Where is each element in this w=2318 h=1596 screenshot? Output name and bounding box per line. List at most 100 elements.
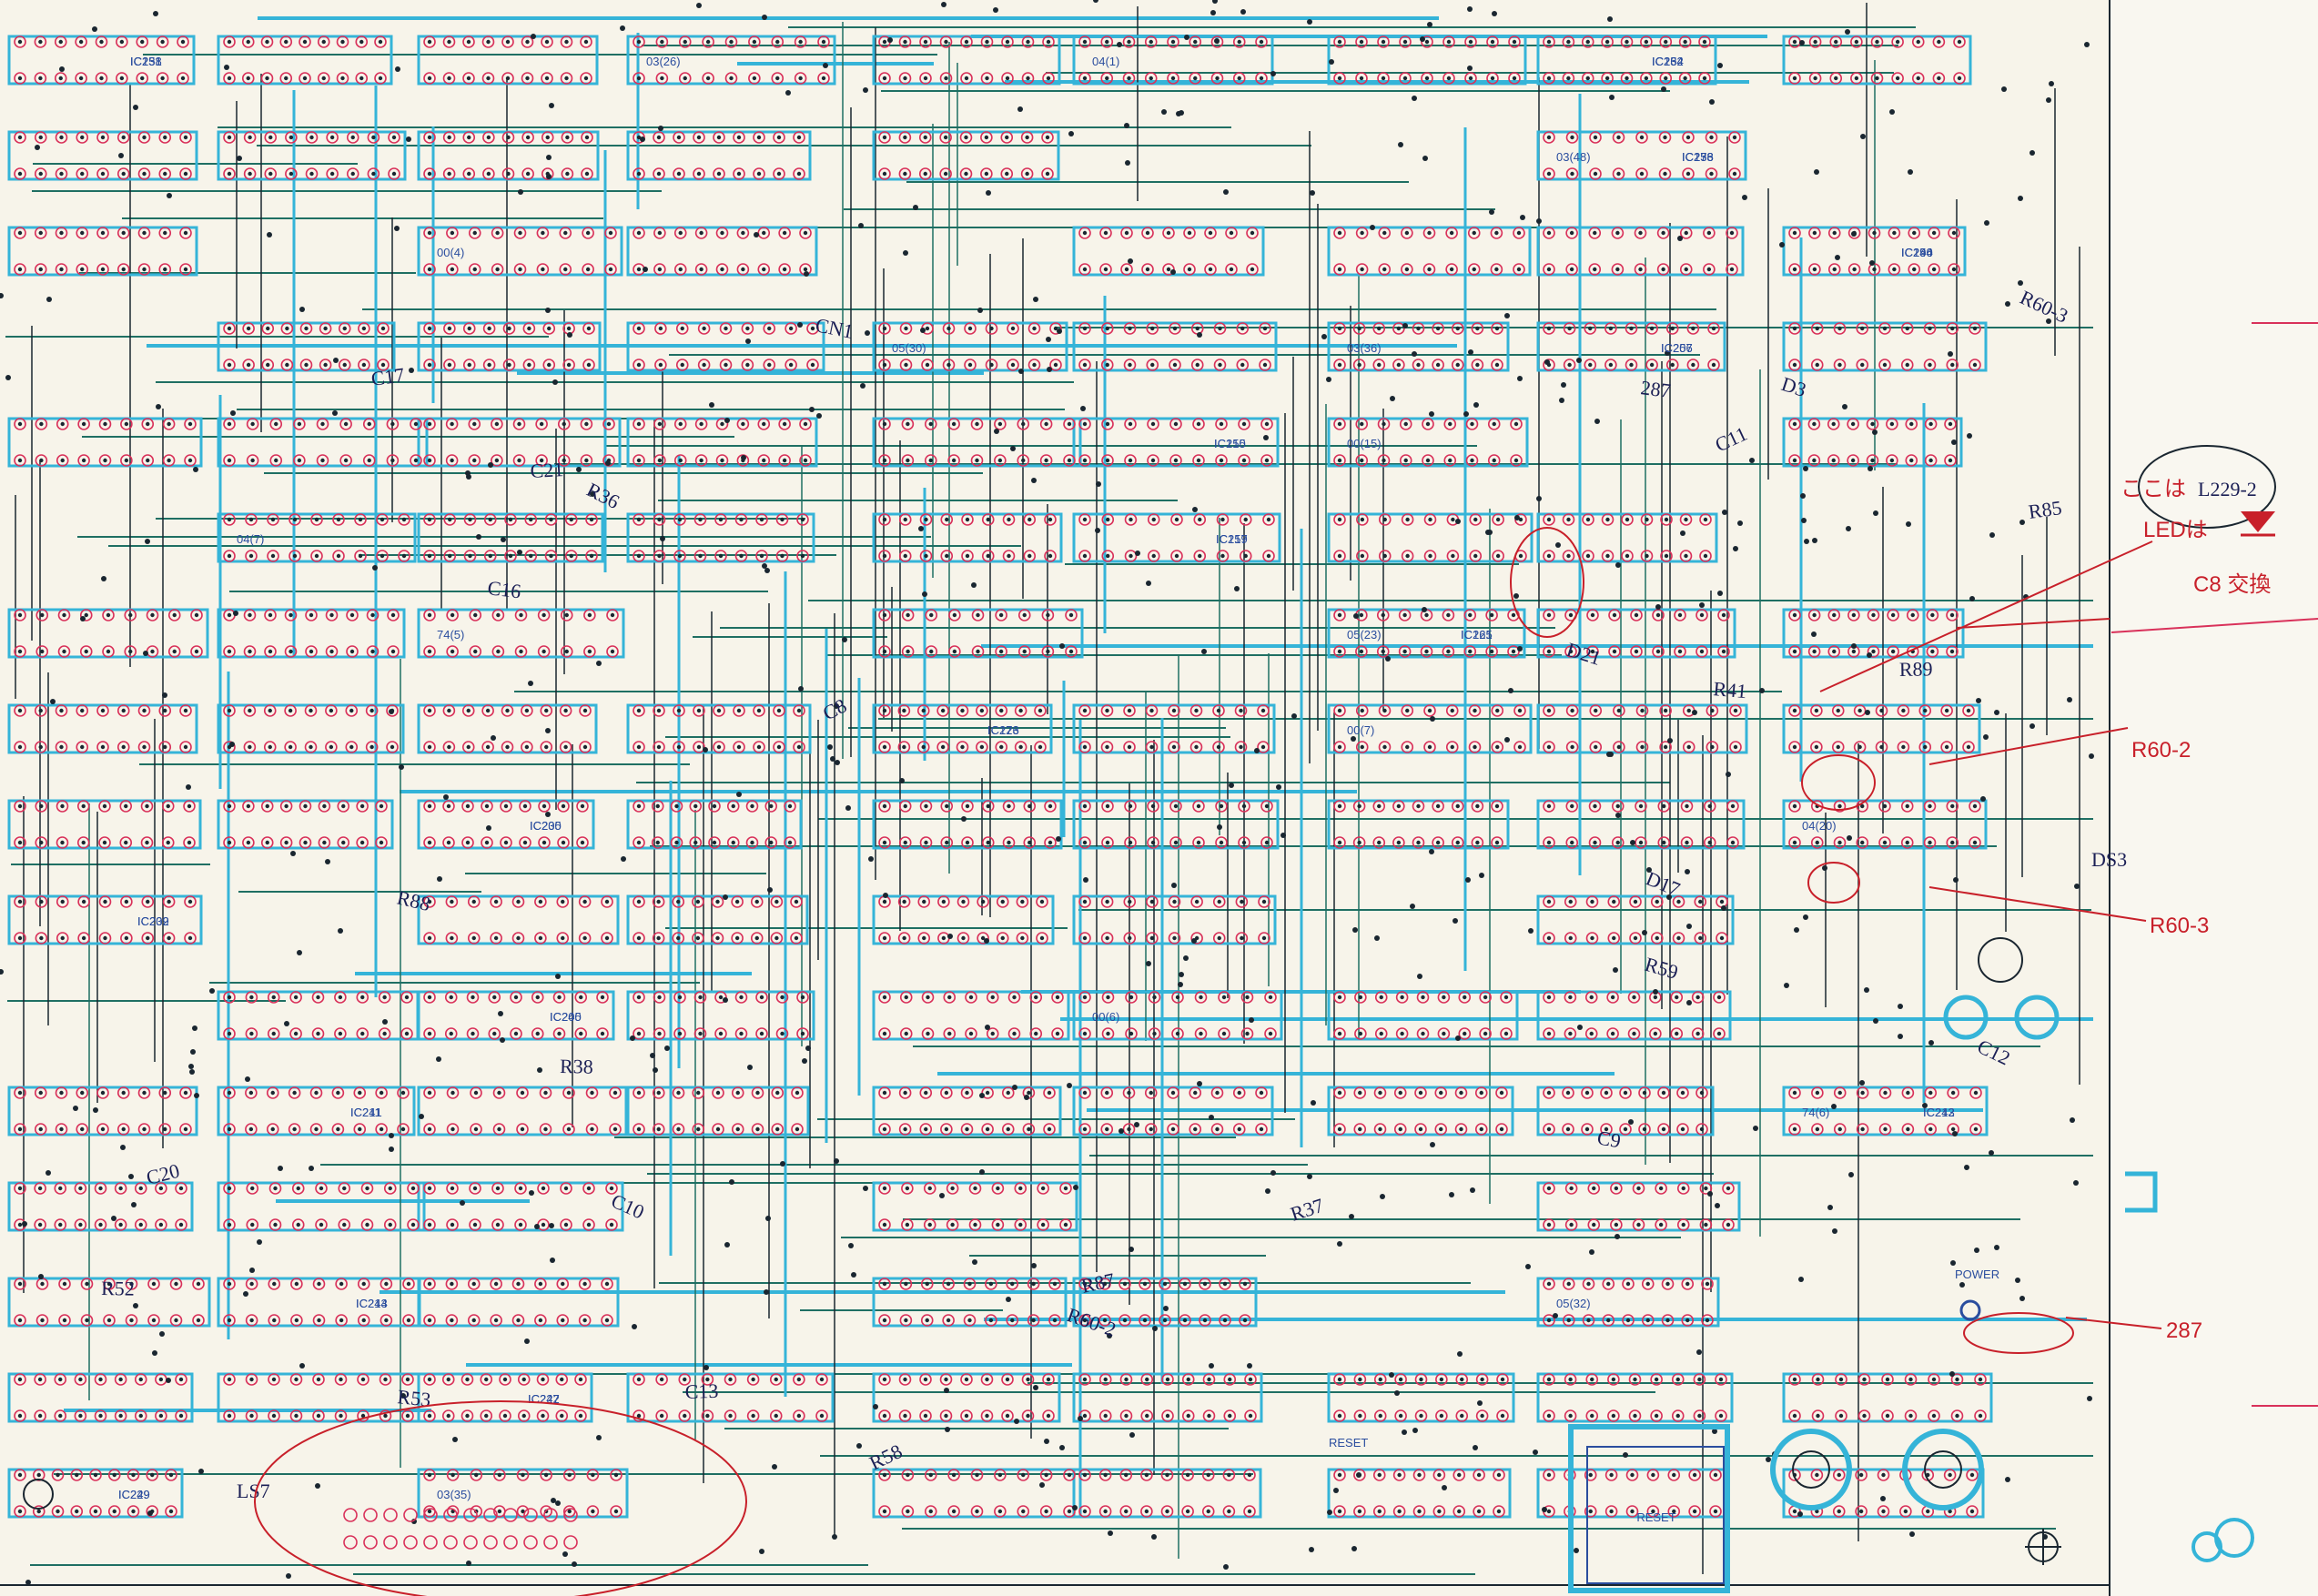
pad-hole (505, 39, 511, 45)
pad-hole (1005, 135, 1009, 140)
pad-hole (1972, 803, 1978, 809)
pad-hole (1615, 230, 1620, 236)
pad (708, 800, 721, 813)
pad-hole (541, 1186, 546, 1191)
pad-hole (745, 326, 750, 331)
pad-hole (774, 1413, 778, 1419)
pad-hole (1707, 840, 1712, 845)
pad-hole (591, 1509, 595, 1514)
pad-hole (1614, 1186, 1619, 1191)
pad (560, 72, 573, 85)
pad-hole (903, 1126, 907, 1132)
pad (260, 800, 274, 813)
pad-hole (1691, 362, 1695, 368)
pad (1183, 263, 1196, 276)
pad (1584, 359, 1597, 371)
pad (534, 1278, 547, 1290)
pad (1946, 359, 1959, 371)
pad-hole (1611, 1377, 1616, 1382)
pad (581, 167, 593, 180)
pad-hole (341, 803, 346, 809)
pad-hole (1546, 1281, 1552, 1287)
pad (1543, 836, 1555, 849)
pad (960, 1409, 973, 1422)
via (1642, 930, 1647, 935)
pad (726, 800, 740, 813)
pad (583, 609, 596, 621)
pad-hole (60, 803, 65, 809)
pad (120, 895, 133, 908)
pad (793, 1409, 805, 1422)
pad-hole (1948, 458, 1953, 463)
via (1574, 1548, 1579, 1553)
pad-hole (37, 1222, 43, 1227)
pad-hole (303, 803, 308, 809)
via (1822, 865, 1827, 871)
pad-hole (1711, 362, 1716, 368)
pad (1495, 1123, 1508, 1136)
pad-hole (1710, 744, 1715, 750)
pad-hole (81, 803, 86, 809)
pad (56, 800, 69, 813)
pad-hole (609, 1186, 614, 1191)
pad-hole (1684, 517, 1688, 522)
pad-hole (450, 1090, 455, 1096)
pad-hole (759, 553, 764, 559)
pad (1562, 550, 1575, 562)
pad (1333, 227, 1346, 239)
pad-hole (796, 744, 802, 750)
pad-hole (1455, 362, 1460, 368)
pad (443, 550, 457, 562)
pad (793, 131, 805, 144)
pad-hole (1633, 899, 1638, 904)
pad (319, 359, 332, 371)
pad (192, 1314, 205, 1327)
pad (1201, 1469, 1215, 1481)
pad (1022, 1123, 1036, 1136)
pad-hole (798, 39, 803, 45)
pad-hole (494, 421, 500, 427)
pad-hole (1792, 1377, 1797, 1382)
pad (1729, 741, 1742, 753)
pad-hole (342, 362, 347, 368)
pad-hole (167, 935, 171, 941)
pad-hole (1455, 326, 1460, 331)
pad (1029, 1027, 1043, 1040)
pad-hole (578, 1377, 583, 1382)
pad (312, 1314, 326, 1327)
pad (1565, 227, 1578, 239)
pad-hole (1031, 1318, 1036, 1323)
pad-hole (427, 421, 432, 427)
pad-hole (178, 1186, 184, 1191)
pad-hole (580, 840, 585, 845)
pad-hole (1405, 744, 1410, 750)
pad (161, 836, 175, 849)
pad-hole (946, 1281, 951, 1287)
pad (169, 1278, 183, 1290)
pad-hole (754, 935, 759, 941)
pad (1189, 704, 1203, 717)
pad-hole (882, 1413, 887, 1419)
pad-hole (1889, 458, 1895, 463)
pad-hole (361, 362, 367, 368)
pad-hole (1565, 1090, 1571, 1096)
pad-hole (1875, 76, 1879, 81)
pad-hole (1358, 1377, 1362, 1382)
pad (1145, 741, 1159, 753)
pad (1333, 322, 1346, 335)
pad-hole (1127, 1090, 1131, 1096)
pad-hole (1378, 1090, 1382, 1096)
pad (388, 131, 400, 144)
pad (961, 513, 974, 526)
pad (245, 550, 258, 562)
pad-hole (163, 1090, 167, 1096)
via (1209, 1363, 1214, 1369)
pad (1372, 836, 1386, 849)
pad-hole (39, 899, 44, 904)
pad (35, 1314, 49, 1327)
pad (1564, 645, 1577, 658)
pad (778, 454, 791, 467)
pad-hole (160, 76, 165, 81)
pad (1788, 454, 1801, 467)
pad (939, 35, 953, 48)
